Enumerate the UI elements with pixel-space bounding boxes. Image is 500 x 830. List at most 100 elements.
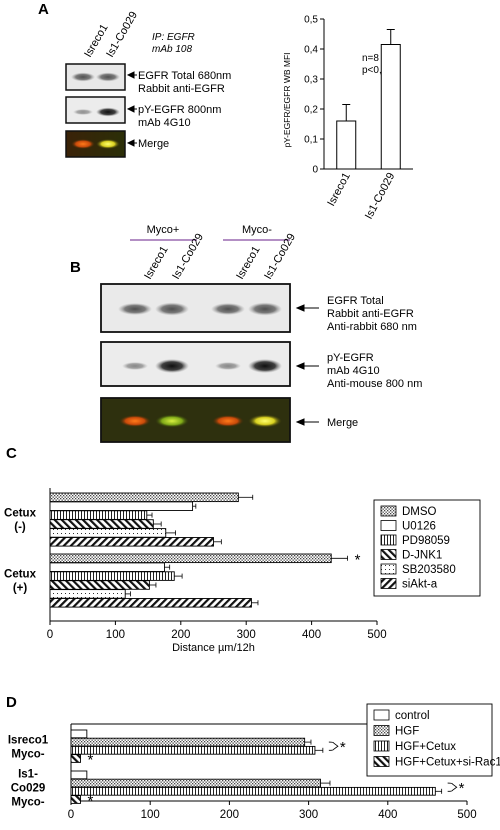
chart-c-legend-swatch xyxy=(380,578,397,589)
chart-d-group-label: Co029 xyxy=(11,782,46,794)
chart-d-legend-swatch xyxy=(373,725,390,736)
chart-a-annotation: n=8 xyxy=(362,53,379,64)
blot-a-merge xyxy=(65,130,126,158)
blot-b-merge xyxy=(100,397,291,443)
panel-c-letter: C xyxy=(6,445,17,462)
chart-c-bar xyxy=(49,510,148,520)
blot-b-label: Rabbit anti-EGFR xyxy=(327,308,414,320)
chart-c-legend-swatch xyxy=(380,563,397,575)
chart-c-group-label: (+) xyxy=(13,583,28,595)
chart-c-legend-label: U0126 xyxy=(402,521,436,533)
blot-b-arrows xyxy=(295,304,319,426)
chart-d-legend-swatch xyxy=(373,740,390,752)
chart-a-ylabel: pY-EGFR/EGFR WB MFI xyxy=(282,52,292,147)
chart-c-xtick-label: 300 xyxy=(237,629,256,641)
ip-note: mAb 108 xyxy=(152,44,192,55)
chart-d-xtick-label: 100 xyxy=(141,809,160,821)
blot-a-label: Merge xyxy=(138,138,169,150)
panel-b-lane-label: Is1-Co029 xyxy=(170,232,206,282)
blot-a-py-egfr xyxy=(65,96,126,124)
chart-d-legend-swatch xyxy=(373,709,390,721)
chart-a-ytick-label: 0 xyxy=(312,165,318,176)
blot-a-label: mAb 4G10 xyxy=(138,117,191,129)
panel-a-letter: A xyxy=(38,1,49,18)
chart-c-legend-label: SB203580 xyxy=(402,564,456,576)
chart-d-xtick-label: 0 xyxy=(68,809,74,821)
chart-d-group-label: Isreco1 xyxy=(8,734,49,746)
blot-b-egfr-total xyxy=(100,283,291,333)
chart-d-significance-mark: * xyxy=(459,780,465,797)
blot-a-label: Rabbit anti-EGFR xyxy=(138,83,225,95)
chart-a-ytick-label: 0,3 xyxy=(304,75,318,86)
chart-c-significance-mark: * xyxy=(355,551,361,568)
chart-c-bar xyxy=(49,528,167,538)
chart-a-ytick-label: 0,2 xyxy=(304,105,318,116)
chart-a-py-egfr-ratio: pY-EGFR/EGFR WB MFI n=8 p<0,002 0 0,1 0,2 0… xyxy=(282,15,413,221)
chart-c-group-label: Cetux xyxy=(4,569,37,581)
blot-a-arrows xyxy=(126,71,137,147)
chart-d-bar xyxy=(70,729,88,739)
panel-b-lane-label: Isreco1 xyxy=(234,244,262,281)
chart-a-bar xyxy=(336,120,357,170)
chart-a-ytick-label: 0,1 xyxy=(304,135,318,146)
chart-d-bar xyxy=(70,754,81,763)
chart-c-bar xyxy=(49,589,126,599)
chart-d-legend-label: HGF xyxy=(395,726,419,738)
chart-d-significance-mark: * xyxy=(88,752,94,769)
chart-d-bar xyxy=(70,745,316,755)
chart-d-significance-mark: * xyxy=(340,739,346,756)
chart-c-xtick-label: 100 xyxy=(106,629,125,641)
chart-c-legend-swatch xyxy=(380,534,397,546)
panel-b: B Myco+ Myco- Isreco1 Is1-Co029 Isreco1 … xyxy=(70,224,422,443)
chart-d-legend-label: HGF+Cetux xyxy=(395,741,456,753)
chart-c-legend-label: PD98059 xyxy=(402,535,450,547)
chart-a-annotation: p<0,002 xyxy=(362,65,399,76)
chart-c-xtick-label: 400 xyxy=(302,629,321,641)
chart-c-legend-swatch xyxy=(380,505,397,517)
chart-a-bar xyxy=(380,44,401,170)
chart-a-ytick-label: 0,5 xyxy=(304,15,318,26)
panel-a: A Isreco1 Is1-Co029 IP: EGFR mAb 108 xyxy=(38,1,231,158)
chart-c-xlabel: Distance µm/12h xyxy=(172,642,255,654)
chart-d-group-label: Myco- xyxy=(11,748,44,760)
chart-d-bar xyxy=(70,795,81,804)
panel-b-lane-label: Is1-Co029 xyxy=(262,232,298,282)
chart-c-legend-label: DMSO xyxy=(402,506,437,518)
chart-c-bar xyxy=(49,571,175,581)
chart-c-bar xyxy=(49,562,165,572)
chart-c-xtick-label: 200 xyxy=(171,629,190,641)
chart-c-group-label: Cetux xyxy=(4,508,37,520)
panel-b-letter: B xyxy=(70,259,81,276)
chart-d-significance-mark: * xyxy=(88,793,94,810)
blot-b-label: Anti-mouse 800 nm xyxy=(327,378,422,390)
chart-c-legend-label: siAkt-a xyxy=(402,579,438,591)
chart-d-xtick-label: 400 xyxy=(378,809,397,821)
blot-a-label: pY-EGFR 800nm xyxy=(138,104,221,116)
blot-b-label: Merge xyxy=(327,417,358,429)
panel-d-letter: D xyxy=(6,694,17,711)
chart-c-bar xyxy=(49,519,154,529)
chart-a-category-label: Is1-Co029 xyxy=(363,171,397,221)
chart-d-significance-brace xyxy=(328,741,339,751)
chart-d-legend-label: control xyxy=(395,710,430,722)
chart-d-group-label: Is1- xyxy=(18,768,38,780)
chart-d-bar xyxy=(70,786,436,796)
chart-d-xtick-label: 500 xyxy=(457,809,476,821)
chart-c-group-label: (-) xyxy=(14,522,26,534)
chart-c-bar xyxy=(49,501,194,511)
blot-a-egfr-total xyxy=(65,63,126,91)
chart-d-xtick-label: 300 xyxy=(299,809,318,821)
chart-d-bar xyxy=(70,770,88,780)
blot-b-label: mAb 4G10 xyxy=(327,365,380,377)
chart-d-significance-brace xyxy=(447,782,458,792)
group-label-myco-minus: Myco- xyxy=(242,224,272,236)
chart-d-xtick-label: 200 xyxy=(220,809,239,821)
chart-c-legend-label: D-JNK1 xyxy=(402,550,442,562)
chart-c-xtick-label: 0 xyxy=(47,629,53,641)
chart-a-ytick-label: 0,4 xyxy=(304,45,318,56)
chart-c-bar xyxy=(49,492,239,503)
chart-d-legend-label: HGF+Cetux+si-Rac1,1 xyxy=(395,757,500,769)
